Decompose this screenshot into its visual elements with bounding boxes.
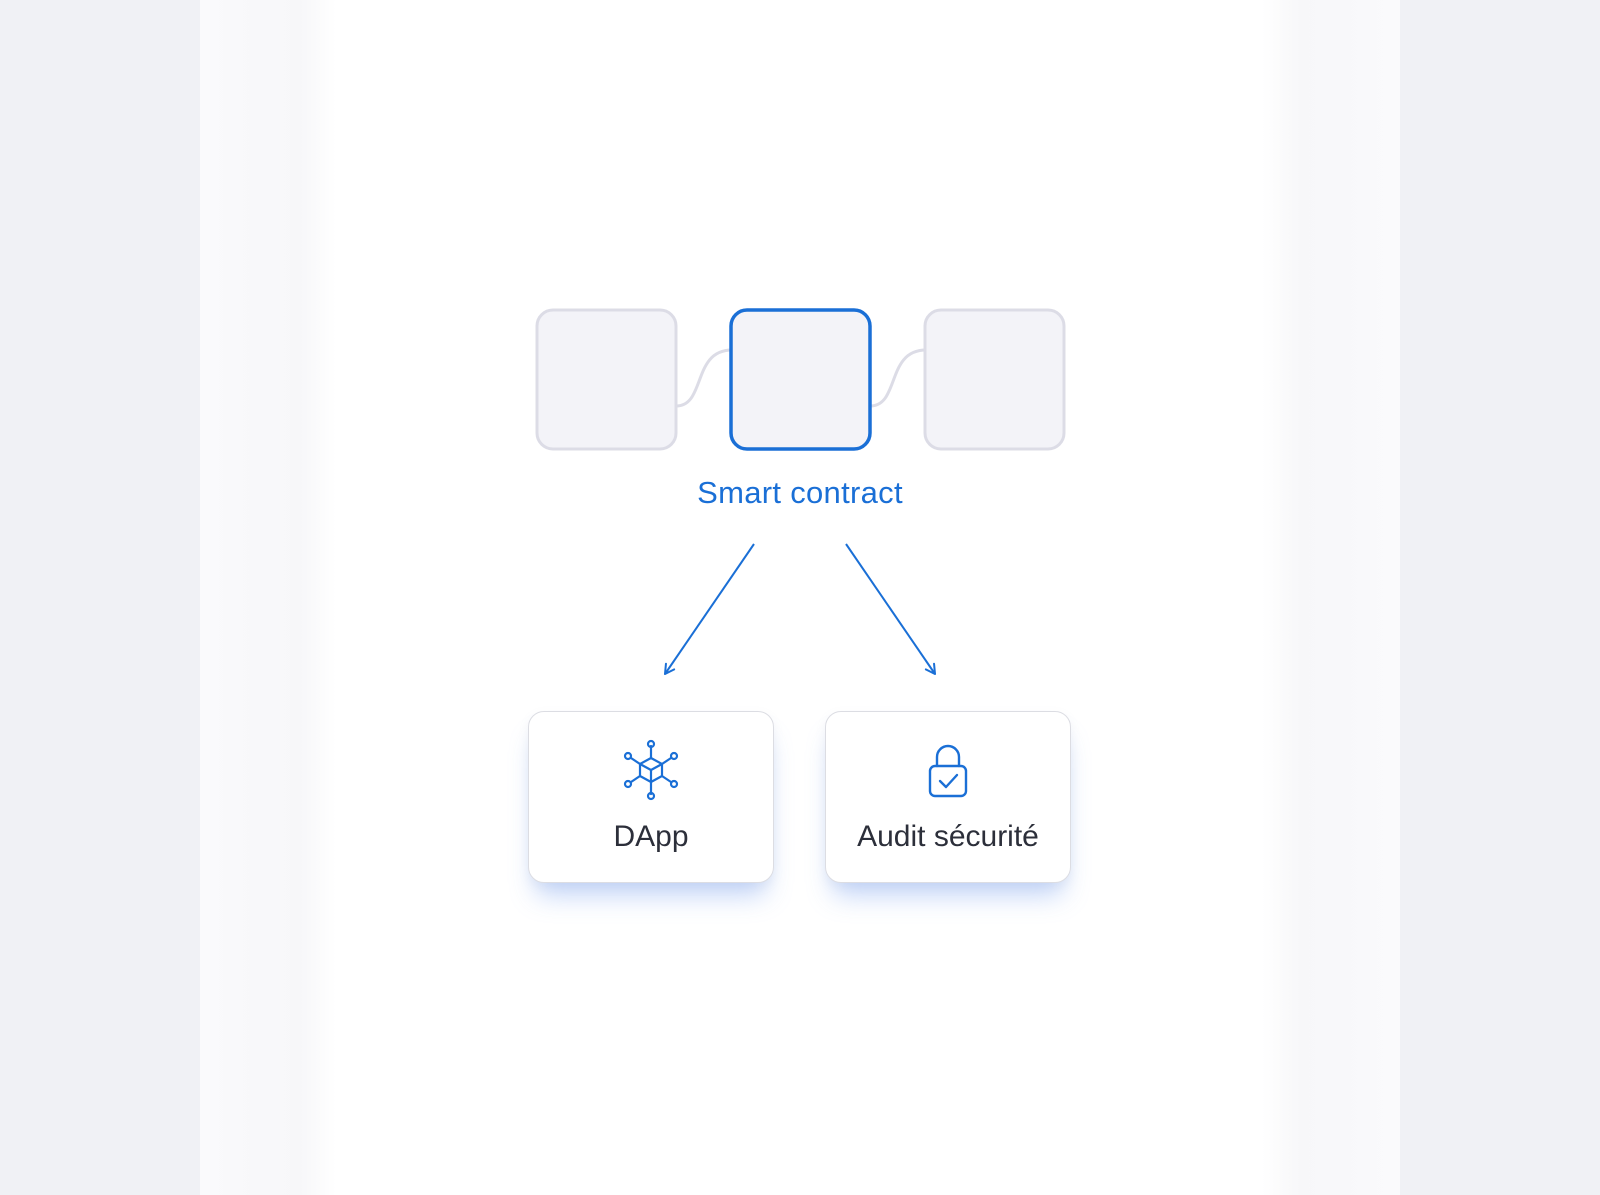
- lock-check-icon: [928, 744, 968, 798]
- dapp-card: DApp: [528, 711, 774, 883]
- dapp-label: DApp: [613, 820, 689, 853]
- chain-block-right: [923, 308, 1066, 451]
- chain-link-1: [675, 348, 733, 408]
- chain-link-2: [869, 348, 927, 408]
- smart-contract-label: Smart contract: [697, 475, 903, 510]
- audit-label: Audit sécurité: [857, 820, 1039, 853]
- chain-block-smart-contract: [729, 308, 872, 451]
- arrow-to-dapp: [664, 543, 755, 675]
- chain-block-left: [535, 308, 678, 451]
- network-cube-icon: [623, 739, 679, 801]
- audit-card: Audit sécurité: [825, 711, 1071, 883]
- arrow-to-audit: [845, 543, 936, 675]
